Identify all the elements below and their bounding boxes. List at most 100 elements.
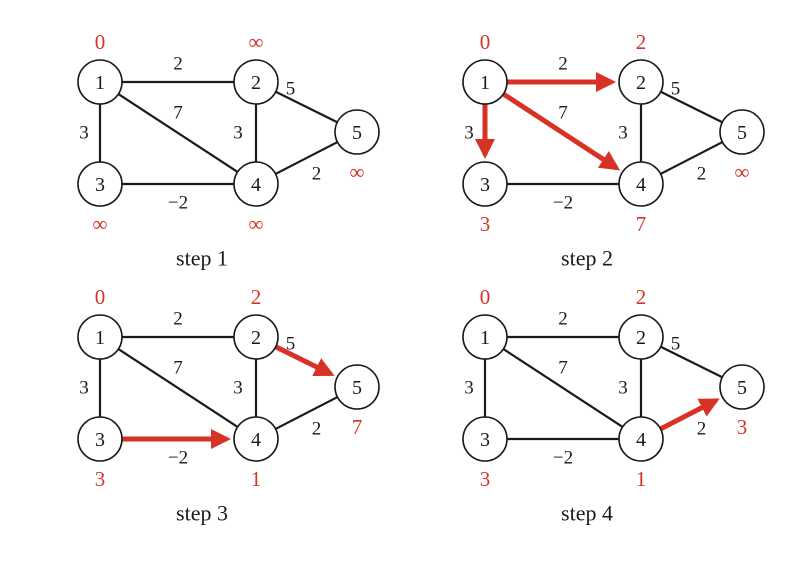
node-5-circle xyxy=(334,364,380,410)
edge-weight-4-5: 2 xyxy=(697,419,707,440)
edge-4-5 xyxy=(660,141,723,175)
node-1-distance: 0 xyxy=(95,30,106,54)
edge-2-5 xyxy=(660,345,723,379)
edge-1-4-highlighted xyxy=(502,91,621,171)
edge-4-5 xyxy=(275,141,338,175)
step-caption: step 3 xyxy=(176,501,228,526)
edge-weight-3-4: −2 xyxy=(168,193,188,214)
edge-weight-1-2: 2 xyxy=(558,309,568,330)
node-2-circle xyxy=(618,59,664,105)
step-caption: step 2 xyxy=(561,246,613,271)
edge-weight-1-2: 2 xyxy=(173,309,183,330)
edge-weight-4-5: 2 xyxy=(312,419,322,440)
node-5-label: 5 xyxy=(737,122,747,144)
node-3-distance: 3 xyxy=(480,467,491,491)
node-3-circle xyxy=(462,161,508,207)
edge-weight-4-5: 2 xyxy=(697,164,707,185)
node-3-label: 3 xyxy=(480,174,490,196)
node-3-distance: 3 xyxy=(95,467,106,491)
node-4-label: 4 xyxy=(636,174,646,196)
node-2-distance: 2 xyxy=(636,285,647,309)
edge-weight-1-2: 2 xyxy=(173,54,183,75)
node-2-distance: 2 xyxy=(251,285,262,309)
node-4-circle xyxy=(618,416,664,462)
node-5-distance: ∞ xyxy=(735,160,750,184)
edge-weight-3-4: −2 xyxy=(168,448,188,469)
edge-weight-2-4: 3 xyxy=(618,378,628,399)
node-1-circle xyxy=(77,59,123,105)
edge-weight-2-5: 5 xyxy=(286,79,296,100)
node-3-circle xyxy=(462,416,508,462)
edge-2-5-highlighted xyxy=(274,344,335,377)
node-3-label: 3 xyxy=(95,174,105,196)
node-2-circle xyxy=(233,59,279,105)
node-1-label: 1 xyxy=(480,327,490,349)
node-4-distance: ∞ xyxy=(249,212,264,236)
node-5-distance: 3 xyxy=(737,415,748,439)
edge-weight-1-4: 7 xyxy=(173,358,183,379)
node-5-label: 5 xyxy=(352,377,362,399)
node-5-circle xyxy=(719,364,765,410)
node-3-label: 3 xyxy=(480,429,490,451)
node-5-circle xyxy=(334,109,380,155)
edge-weight-3-4: −2 xyxy=(553,448,573,469)
node-3-circle xyxy=(77,416,123,462)
node-5-label: 5 xyxy=(737,377,747,399)
node-2-label: 2 xyxy=(636,327,646,349)
node-1-distance: 0 xyxy=(95,285,106,309)
edge-weight-1-2: 2 xyxy=(558,54,568,75)
edge-weight-1-3: 3 xyxy=(464,123,474,144)
node-5-distance: ∞ xyxy=(350,160,365,184)
node-4-distance: 1 xyxy=(636,467,647,491)
node-5-label: 5 xyxy=(352,122,362,144)
node-5-distance: 7 xyxy=(352,415,363,439)
node-1-distance: 0 xyxy=(480,285,491,309)
edge-weight-2-4: 3 xyxy=(233,123,243,144)
step-caption: step 1 xyxy=(176,246,228,271)
edge-weight-1-3: 3 xyxy=(464,378,474,399)
node-1-distance: 0 xyxy=(480,30,491,54)
edge-weight-1-4: 7 xyxy=(558,358,568,379)
edge-weight-2-4: 3 xyxy=(233,378,243,399)
edge-1-4 xyxy=(502,348,624,428)
node-2-label: 2 xyxy=(636,72,646,94)
edge-weight-2-5: 5 xyxy=(671,79,681,100)
node-2-label: 2 xyxy=(251,72,261,94)
node-4-circle xyxy=(618,161,664,207)
node-4-distance: 1 xyxy=(251,467,262,491)
node-4-circle xyxy=(233,161,279,207)
node-2-distance: 2 xyxy=(636,30,647,54)
node-1-circle xyxy=(462,314,508,360)
node-3-distance: ∞ xyxy=(93,212,108,236)
edge-1-4 xyxy=(117,348,239,428)
node-5-circle xyxy=(719,109,765,155)
node-2-circle xyxy=(233,314,279,360)
node-2-distance: ∞ xyxy=(249,30,264,54)
node-3-distance: 3 xyxy=(480,212,491,236)
node-1-label: 1 xyxy=(95,72,105,94)
edge-weight-2-5: 5 xyxy=(671,334,681,355)
node-2-label: 2 xyxy=(251,327,261,349)
step-4-panel: 2 3 7 3 5 −2 2 1 0 2 2 3 3 4 1 5 3 step 4 xyxy=(462,285,765,526)
edge-2-5 xyxy=(660,90,723,124)
edge-weight-3-4: −2 xyxy=(553,193,573,214)
node-4-label: 4 xyxy=(636,429,646,451)
node-1-label: 1 xyxy=(95,327,105,349)
edge-4-5-highlighted xyxy=(659,398,720,432)
edge-1-4 xyxy=(117,93,239,173)
node-3-label: 3 xyxy=(95,429,105,451)
node-3-circle xyxy=(77,161,123,207)
node-1-circle xyxy=(77,314,123,360)
edge-weight-2-4: 3 xyxy=(618,123,628,144)
edge-2-5 xyxy=(275,90,338,124)
edge-weight-4-5: 2 xyxy=(312,164,322,185)
node-4-label: 4 xyxy=(251,429,261,451)
node-4-distance: 7 xyxy=(636,212,647,236)
step-caption: step 4 xyxy=(561,501,613,526)
node-4-label: 4 xyxy=(251,174,261,196)
node-4-circle xyxy=(233,416,279,462)
